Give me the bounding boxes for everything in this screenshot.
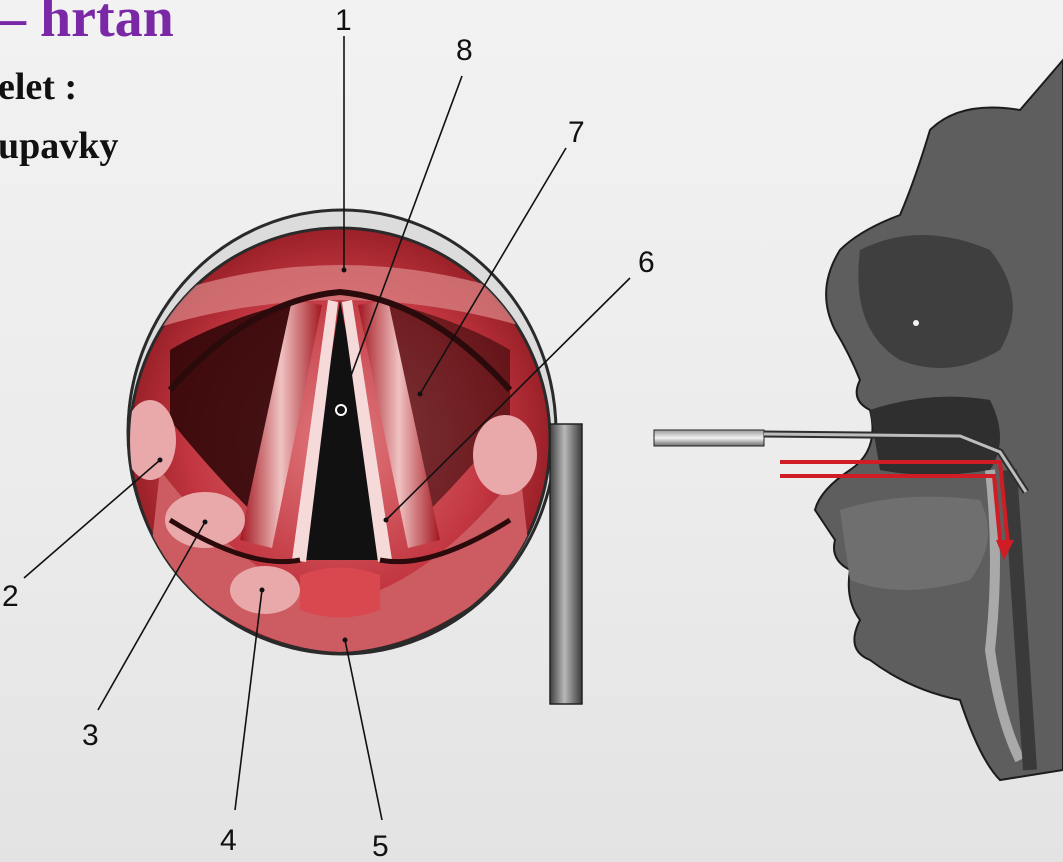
head-sagittal-section — [815, 60, 1063, 780]
callout-4: 4 — [220, 824, 237, 857]
callout-1: 1 — [335, 4, 352, 37]
subheading-line-1: elet : — [0, 66, 77, 108]
callout-6: 6 — [638, 246, 655, 279]
mirror-handle — [550, 424, 582, 704]
laryngeal-mirror — [124, 210, 556, 654]
callout-5: 5 — [372, 830, 389, 862]
callout-3: 3 — [82, 719, 99, 752]
callout-7: 7 — [568, 116, 585, 149]
callout-2: 2 — [2, 580, 19, 613]
subheading-line-2: upavky — [0, 125, 118, 167]
callout-8: 8 — [456, 34, 473, 67]
slide-title: – hrtan — [0, 0, 174, 50]
